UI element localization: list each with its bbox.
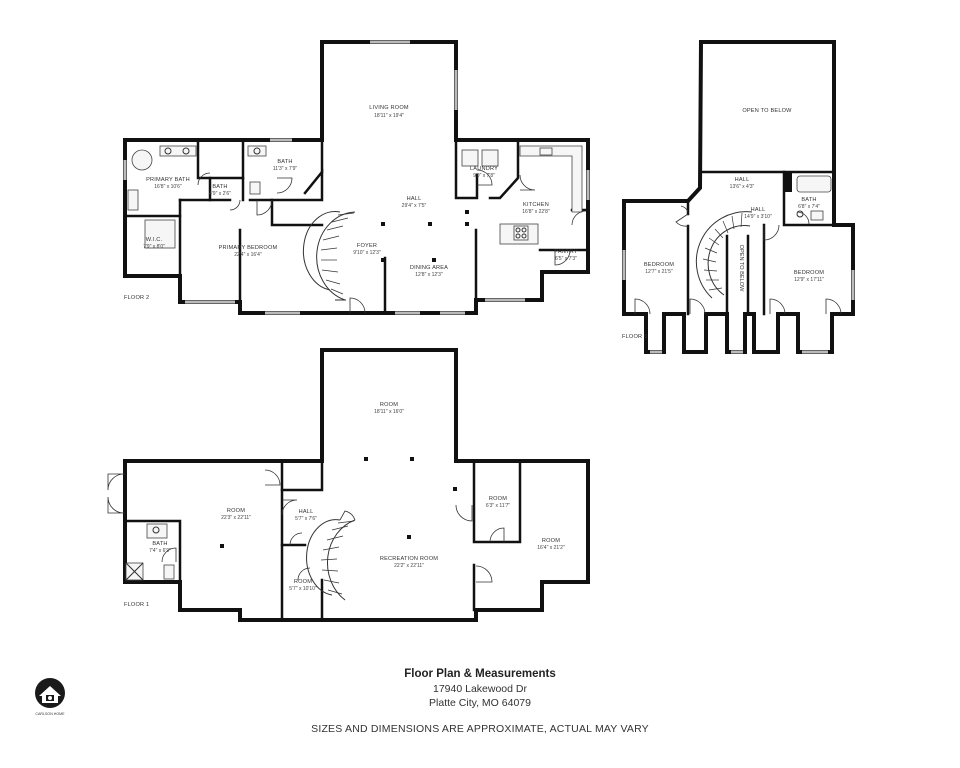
room-name: OPEN TO BELOW: [742, 108, 792, 114]
floor-1-exterior-wall: [123, 348, 590, 622]
room-name: LAUNDRY: [470, 166, 498, 172]
floor-label: FLOOR 1: [124, 602, 149, 608]
city-state-zip: Platte City, MO 64079: [429, 697, 531, 709]
room-name: ROOM: [227, 508, 245, 514]
room-name: LIVING ROOM: [369, 105, 409, 111]
room-name: ROOM: [542, 538, 560, 544]
room-name: HALL: [299, 509, 314, 515]
room-name: DINING AREA: [410, 265, 448, 271]
floor-3-plan: OPEN TO BELOW HALL 13'6" x 4'3" HALL 14'…: [622, 40, 855, 354]
floor-2-curved-stairs: [302, 211, 356, 301]
room-dims: 5'7" x 7'6": [295, 516, 317, 522]
room-dims: 4'9" x 2'6": [209, 191, 231, 197]
room-dims: 11'3" x 7'9": [273, 166, 297, 172]
room-dims: 16'8" x 10'6": [154, 184, 182, 190]
room-name: FOYER: [357, 243, 377, 249]
room-dims: 5'7" x 10'10": [289, 586, 317, 592]
street-address: 17940 Lakewood Dr: [433, 683, 527, 695]
room-name: PRIMARY BEDROOM: [219, 245, 278, 251]
room-name: OPEN TO BELOW: [738, 245, 744, 292]
house-camera-logo-icon: CARLSON HOME: [35, 678, 65, 716]
room-dims: 13'6" x 4'3": [730, 184, 755, 190]
room-dims: 7'4" x 6'9": [149, 548, 171, 554]
room-name: ROOM: [489, 496, 507, 502]
floor-3-curved-stairs: [695, 211, 753, 299]
plan-title: Floor Plan & Measurements: [404, 668, 556, 680]
room-dims: 22'3" x 22'11": [221, 515, 251, 521]
room-name: BEDROOM: [794, 270, 824, 276]
room-name: PRIMARY BATH: [146, 177, 190, 183]
room-dims: 12'8" x 12'3": [415, 272, 443, 278]
room-dims: 16'8" x 22'8": [522, 209, 550, 215]
room-dims: 6'3" x 11'7": [486, 503, 510, 509]
logo-text: CARLSON HOME: [35, 712, 65, 716]
disclaimer-note: SIZES AND DIMENSIONS ARE APPROXIMATE, AC…: [311, 723, 649, 735]
room-dims: 22'2" x 22'11": [394, 563, 424, 569]
floor-2-plan: LIVING ROOM 18'11" x 19'4" HALL 29'4" x …: [123, 40, 590, 315]
room-name: KITCHEN: [523, 202, 549, 208]
room-dims: 14'9" x 3'10": [744, 214, 772, 220]
room-dims: 9'10" x 12'3": [353, 250, 381, 256]
floor-label: FLOOR 3: [622, 334, 647, 340]
room-name: HALL: [751, 207, 766, 213]
room-name: ROOM: [294, 579, 312, 585]
room-dims: 16'4" x 21'2": [537, 545, 565, 551]
floor-3-exterior-wall: [622, 40, 855, 354]
room-name: BEDROOM: [644, 262, 674, 268]
room-dims: 9'0" x 7'8": [473, 173, 495, 179]
room-dims: 29'4" x 7'5": [402, 203, 427, 209]
floor-plan-drawing: LIVING ROOM 18'11" x 19'4" HALL 29'4" x …: [107, 40, 855, 622]
room-dims: 7'9" x 8'0": [143, 244, 165, 250]
floor-1-plan: ROOM 18'11" x 16'0" ROOM 22'3" x 22'11" …: [107, 348, 590, 622]
floor-label: FLOOR 2: [124, 295, 149, 301]
room-name: W.I.C.: [146, 237, 163, 243]
floor-1-curved-stairs: [306, 510, 356, 601]
room-dims: 12'9" x 17'11": [794, 277, 824, 283]
room-name: ROOM: [380, 402, 398, 408]
room-name: BATH: [152, 541, 167, 547]
room-name: HALL: [407, 196, 422, 202]
room-dims: 6'5" x 7'3": [555, 256, 577, 262]
room-dims: 18'11" x 16'0": [374, 409, 404, 415]
room-dims: 18'11" x 19'4": [374, 113, 404, 119]
room-dims: 6'8" x 7'4": [798, 204, 820, 210]
room-dims: 12'7" x 21'5": [645, 269, 673, 275]
room-name: BATH: [277, 159, 292, 165]
room-name: BATH: [801, 197, 816, 203]
room-name: PANTRY: [554, 249, 577, 255]
room-dims: 22'4" x 16'4": [234, 252, 262, 258]
room-name: BATH: [212, 184, 227, 190]
room-name: HALL: [735, 177, 750, 183]
room-name: RECREATION ROOM: [380, 556, 438, 562]
